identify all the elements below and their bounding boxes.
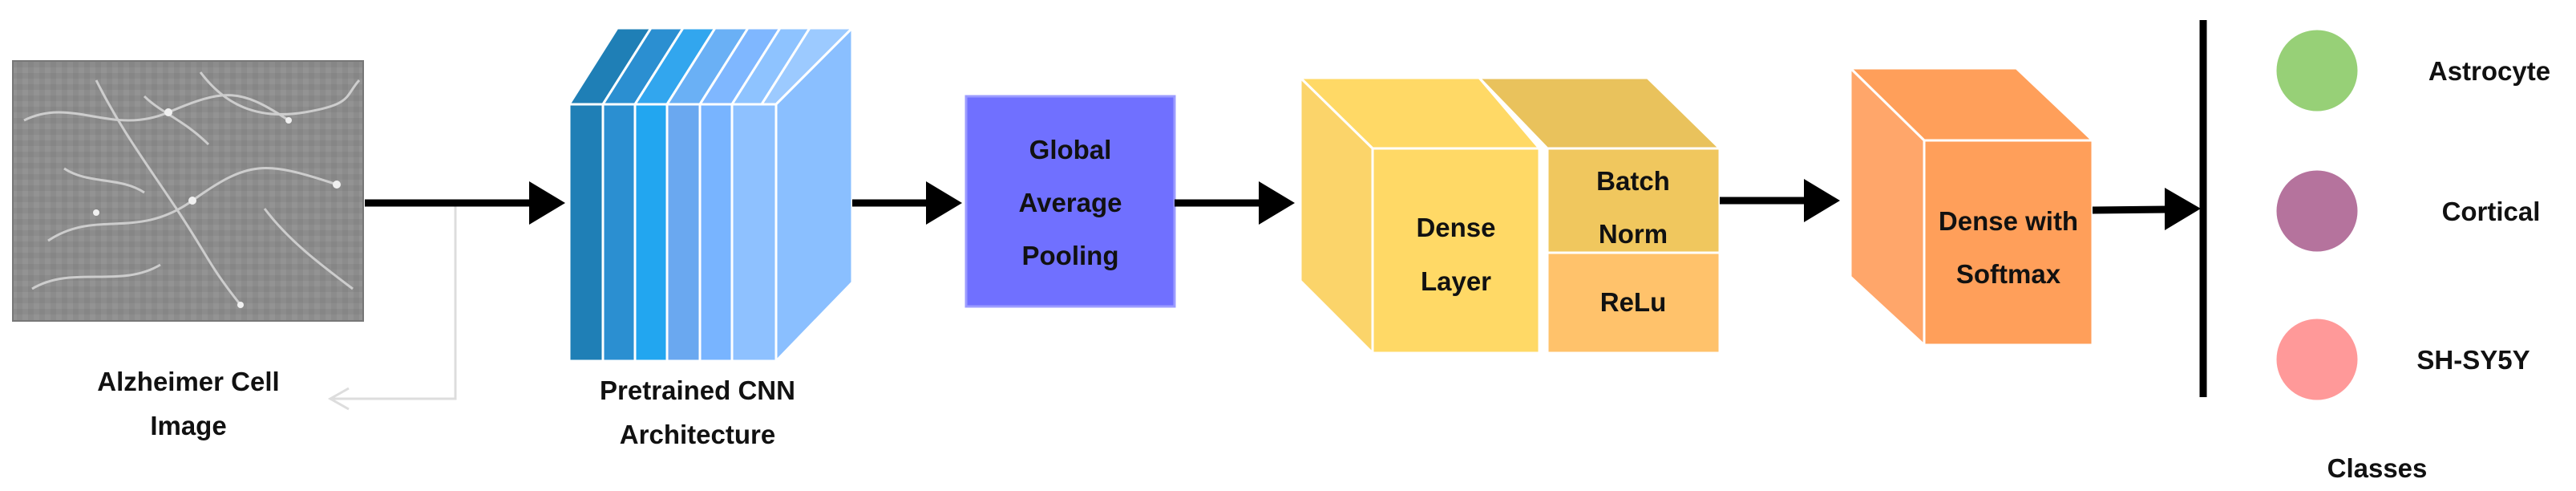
feedback-connector xyxy=(333,205,457,400)
dense-cube xyxy=(1297,75,1543,356)
input-label-line2: Image xyxy=(150,411,226,440)
batchnorm-label-line2: Norm xyxy=(1599,219,1668,249)
astrocyte-marker xyxy=(2274,27,2360,114)
softmax-label-line2: Softmax xyxy=(1956,259,2061,289)
gap-block xyxy=(964,95,1176,308)
feedback-arrowhead xyxy=(327,387,350,411)
class-item-astrocyte: Astrocyte xyxy=(2274,27,2550,114)
arrow-gap-to-dense xyxy=(1175,181,1295,225)
arrow-image-to-cnn xyxy=(365,181,565,225)
dense-label-line1: Dense xyxy=(1416,213,1495,242)
input-label-line1: Alzheimer Cell xyxy=(97,367,279,396)
batchnorm-relu-cube xyxy=(1476,76,1723,355)
dense-label-line2: Layer xyxy=(1421,266,1491,296)
class-item-shsy5y: SH-SY5Y xyxy=(2274,316,2530,403)
batchnorm-label-line1: Batch xyxy=(1596,166,1670,196)
classes-title: Classes xyxy=(2327,453,2428,483)
cnn-label-line1: Pretrained CNN xyxy=(600,375,795,405)
cortical-label: Cortical xyxy=(2442,197,2541,226)
arrow-softmax-to-classes xyxy=(2092,188,2201,230)
cnn-stack xyxy=(567,25,855,364)
gap-label-line1: Global xyxy=(1029,135,1112,164)
cnn-label-line2: Architecture xyxy=(620,420,775,449)
shsy5y-label: SH-SY5Y xyxy=(2416,345,2529,375)
class-item-cortical: Cortical xyxy=(2274,168,2541,254)
cortical-marker xyxy=(2274,168,2360,254)
arrow-dense-to-softmax xyxy=(1720,179,1840,222)
shsy5y-marker xyxy=(2274,316,2360,403)
cell-image xyxy=(12,60,364,322)
gap-label-line3: Pooling xyxy=(1022,241,1119,270)
relu-label: ReLu xyxy=(1600,287,1667,317)
astrocyte-label: Astrocyte xyxy=(2428,56,2550,86)
arrow-cnn-to-gap xyxy=(852,181,962,225)
softmax-label-line1: Dense with xyxy=(1939,206,2078,236)
softmax-cube xyxy=(1847,65,2096,348)
gap-label-line2: Average xyxy=(1018,188,1122,217)
